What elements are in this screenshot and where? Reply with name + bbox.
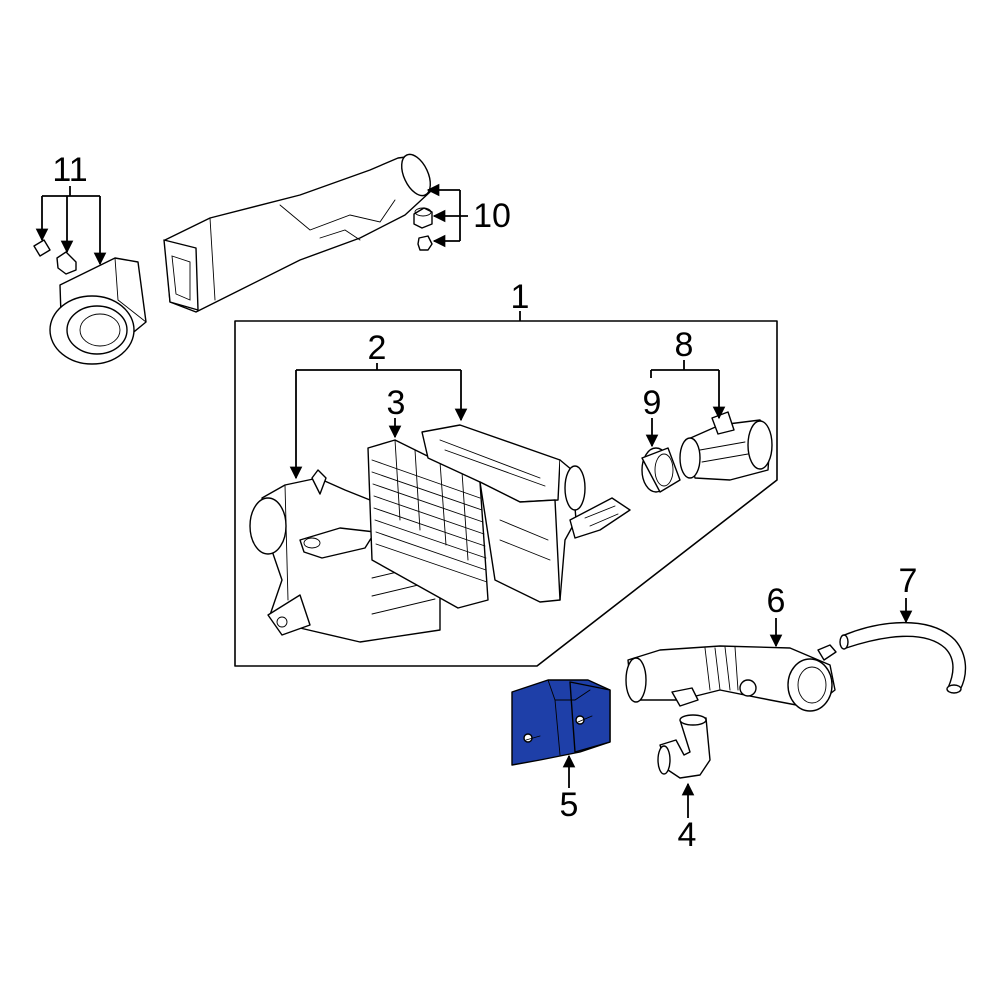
part-8-mass-air-flow-sensor[interactable] xyxy=(679,411,773,481)
label-2: 2 xyxy=(368,329,387,367)
intake-duct-upper[interactable] xyxy=(163,150,436,313)
part-7-breather-hose[interactable] xyxy=(839,621,967,694)
part-9-clamp[interactable] xyxy=(641,447,681,493)
label-7: 7 xyxy=(899,562,918,600)
part-5-resonator-highlighted[interactable] xyxy=(511,679,611,766)
label-10: 10 xyxy=(473,197,511,235)
part-4-elbow-hose[interactable] xyxy=(657,714,711,779)
part-11-throttle-adapter[interactable] xyxy=(33,239,147,365)
air-cleaner-upper-case[interactable] xyxy=(421,424,631,603)
label-5: 5 xyxy=(560,786,579,824)
label-11: 11 xyxy=(52,151,87,189)
label-6: 6 xyxy=(767,582,786,620)
part-2-air-cleaner-lower-case[interactable] xyxy=(249,469,441,643)
part-6-intake-hose[interactable] xyxy=(625,644,837,712)
label-1: 1 xyxy=(511,278,530,316)
assembly-frame xyxy=(234,320,778,667)
callout-numbers: 1 2 3 4 5 6 7 8 9 10 11 xyxy=(52,151,917,854)
part-3-filter-element[interactable] xyxy=(367,439,489,609)
label-3: 3 xyxy=(387,384,406,422)
part-10-grommets[interactable] xyxy=(413,207,433,251)
label-8: 8 xyxy=(675,326,694,364)
label-9: 9 xyxy=(643,384,662,422)
callout-lines xyxy=(35,183,913,818)
label-4: 4 xyxy=(678,816,697,854)
